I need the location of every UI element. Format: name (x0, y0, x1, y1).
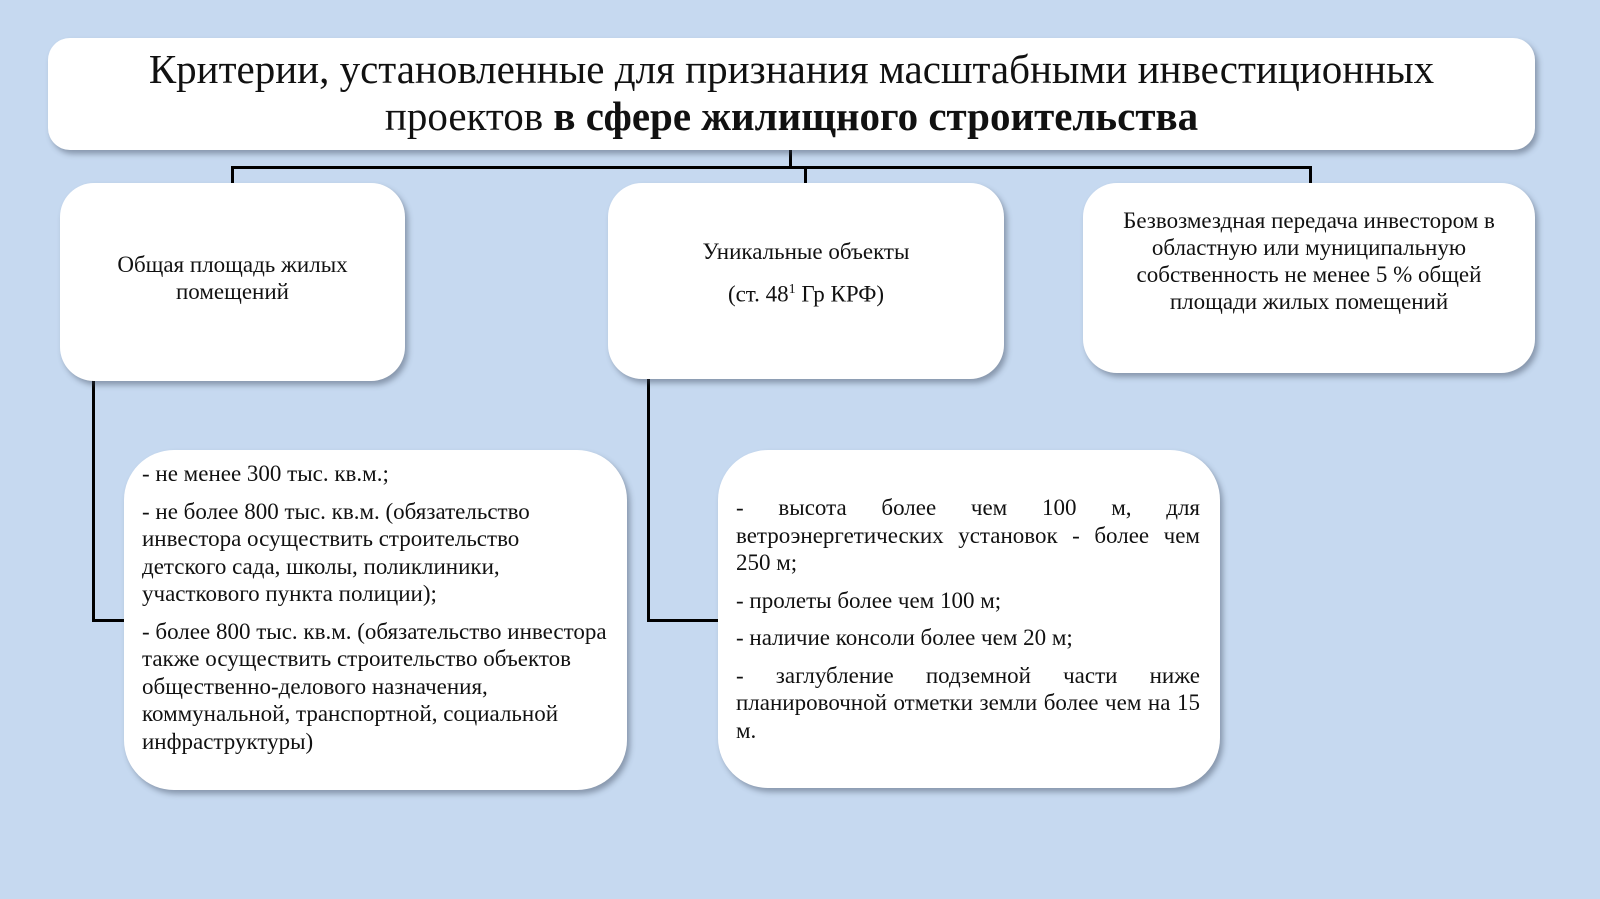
connector-to-transfer (1309, 166, 1312, 184)
criterion-area: Общая площадь жилых помещений (60, 183, 405, 381)
connector-horizontal (231, 166, 1312, 169)
title-line-2-bold: в сфере жилищного строительства (553, 93, 1199, 139)
connector-area-details-h (92, 619, 126, 622)
criterion-transfer-label: Безвозмездная передача инвестором в обла… (1123, 208, 1495, 314)
ref-sup: 1 (788, 281, 796, 297)
diagram-title: Критерии, установленные для признания ма… (48, 38, 1535, 150)
unique-detail-item: - пролеты более чем 100 м; (736, 587, 1002, 613)
criterion-unique-label: Уникальные объекты (702, 238, 910, 264)
ref-suffix: Гр КРФ) (795, 281, 885, 307)
criterion-transfer: Безвозмездная передача инвестором в обла… (1083, 183, 1535, 373)
unique-detail-item: - заглубление подземной части ниже плани… (736, 662, 1200, 743)
connector-title-down (789, 150, 792, 168)
unique-detail-item: - высота более чем 100 м, для ветроэнерг… (736, 495, 1200, 575)
area-details: - не менее 300 тыс. кв.м.; - не более 80… (124, 450, 627, 790)
title-line-2-normal: проектов (384, 93, 554, 139)
ref-prefix: (ст. 48 (727, 281, 789, 307)
unique-details: - высота более чем 100 м, для ветроэнерг… (718, 450, 1220, 788)
criterion-area-label: Общая площадь жилых помещений (117, 252, 348, 304)
title-line-2: проектов в сфере жилищного строительства (48, 93, 1535, 140)
connector-area-details-v (92, 380, 95, 622)
area-detail-item: - не более 800 тыс. кв.м. (обязательство… (142, 498, 530, 607)
connector-unique-details-h (647, 619, 720, 622)
criterion-unique-ref: (ст. 481 Гр КРФ) (728, 271, 884, 314)
connector-to-area (231, 166, 234, 184)
area-detail-item: - более 800 тыс. кв.м. (обязательство ин… (142, 618, 607, 754)
unique-detail-item: - наличие консоли более чем 20 м; (736, 625, 1073, 650)
connector-to-unique (804, 166, 807, 184)
criterion-unique: Уникальные объекты (ст. 481 Гр КРФ) (608, 183, 1004, 379)
area-detail-item: - не менее 300 тыс. кв.м.; (142, 461, 389, 486)
title-line-1: Критерии, установленные для признания ма… (148, 46, 1435, 92)
connector-unique-details-v (647, 378, 650, 622)
